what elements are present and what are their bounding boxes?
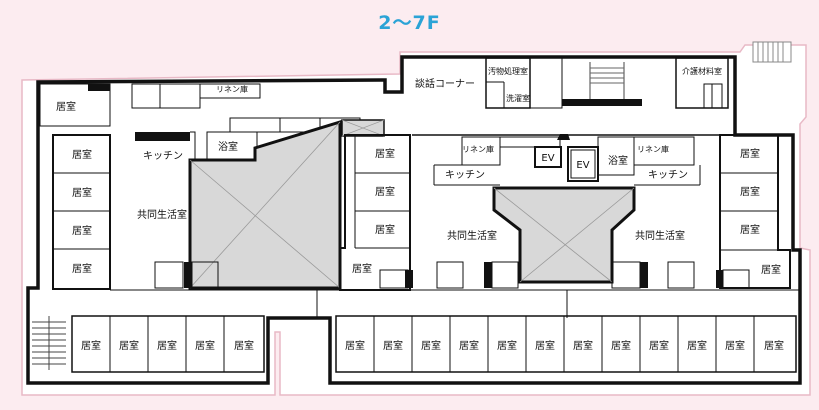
room-label: 居室 — [535, 339, 555, 352]
elevator-label: EV — [576, 160, 589, 171]
room-label: 居室 — [375, 223, 395, 236]
building-outline — [26, 55, 802, 385]
common-living-label: 共同生活室 — [137, 208, 187, 221]
kitchen-label: キッチン — [648, 169, 688, 181]
stair-bottom-left — [32, 316, 66, 370]
bath-label: 浴室 — [218, 140, 238, 153]
room-label: 居室 — [383, 339, 403, 352]
room-label: 居室 — [611, 339, 631, 352]
floor-title: 2〜7F — [378, 12, 441, 34]
room-label: 居室 — [345, 339, 365, 352]
room-label: 居室 — [56, 100, 76, 113]
room-label: 居室 — [375, 147, 395, 160]
common-living-label: 共同生活室 — [447, 229, 497, 242]
elevator-label: EV — [541, 153, 554, 164]
kitchen-label: キッチン — [143, 150, 183, 162]
room-label: 居室 — [649, 339, 669, 352]
linen-label: リネン庫 — [637, 144, 669, 154]
stair-top-right — [752, 41, 792, 63]
room-label: 居室 — [764, 339, 784, 352]
stair-center — [561, 60, 642, 106]
room-label: 居室 — [740, 185, 760, 198]
linen-label: リネン庫 — [462, 144, 494, 154]
room-label: 居室 — [234, 339, 254, 352]
room-label: 居室 — [72, 148, 92, 161]
room-label: 居室 — [352, 262, 372, 275]
room-label: 居室 — [687, 339, 707, 352]
linen-label: リネン庫 — [216, 84, 248, 94]
room-label: 居室 — [725, 339, 745, 352]
room-label: 居室 — [375, 185, 395, 198]
room-label: 居室 — [497, 339, 517, 352]
dirty-room-label: 汚物処理室 — [488, 66, 528, 76]
room-label: 居室 — [72, 186, 92, 199]
room-label: 居室 — [421, 339, 441, 352]
room-label: 居室 — [740, 147, 760, 160]
room-label: 居室 — [157, 339, 177, 352]
room-label: 居室 — [119, 339, 139, 352]
laundry-label: 洗濯室 — [506, 93, 530, 103]
room-label: 居室 — [72, 262, 92, 275]
kitchen-label: キッチン — [445, 169, 485, 181]
lounge-label: 談話コーナー — [415, 77, 475, 90]
bath-label: 浴室 — [608, 154, 628, 167]
room-label: 居室 — [81, 339, 101, 352]
common-living-label: 共同生活室 — [635, 229, 685, 242]
room-label: 居室 — [459, 339, 479, 352]
room-label: 居室 — [740, 223, 760, 236]
room-label: 居室 — [761, 263, 781, 276]
care-supplies-label: 介護材料室 — [682, 66, 722, 76]
room-label: 居室 — [72, 224, 92, 237]
room-label: 居室 — [195, 339, 215, 352]
room-label: 居室 — [573, 339, 593, 352]
